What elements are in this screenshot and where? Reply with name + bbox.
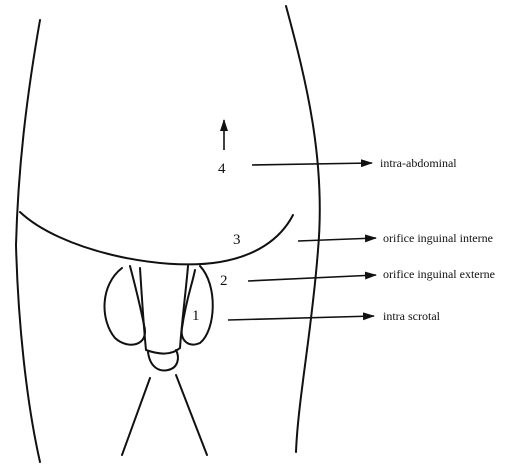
label-intra-abdominal: intra-abdominal (380, 156, 457, 170)
right-leg-line (176, 375, 207, 455)
arrow-orifice-externe (248, 275, 376, 281)
left-leg-line (122, 378, 150, 455)
number-4: 4 (218, 161, 226, 177)
label-orifice-externe: orifice inguinal externe (383, 267, 495, 281)
left-body-contour (16, 20, 40, 462)
label-intra-scrotal: intra scrotal (383, 309, 441, 323)
number-2: 2 (220, 273, 228, 289)
number-3: 3 (233, 232, 241, 248)
inguinal-arc (20, 212, 293, 264)
label-orifice-interne: orifice inguinal interne (383, 231, 493, 245)
number-1: 1 (192, 308, 200, 324)
arrow-intra-abdominal (252, 163, 372, 165)
left-scrotal-pouch (105, 266, 146, 345)
right-body-contour (286, 6, 320, 452)
penile-shaft (140, 266, 188, 354)
arrow-intra-scrotal (228, 316, 374, 320)
arrow-orifice-interne (298, 238, 376, 241)
